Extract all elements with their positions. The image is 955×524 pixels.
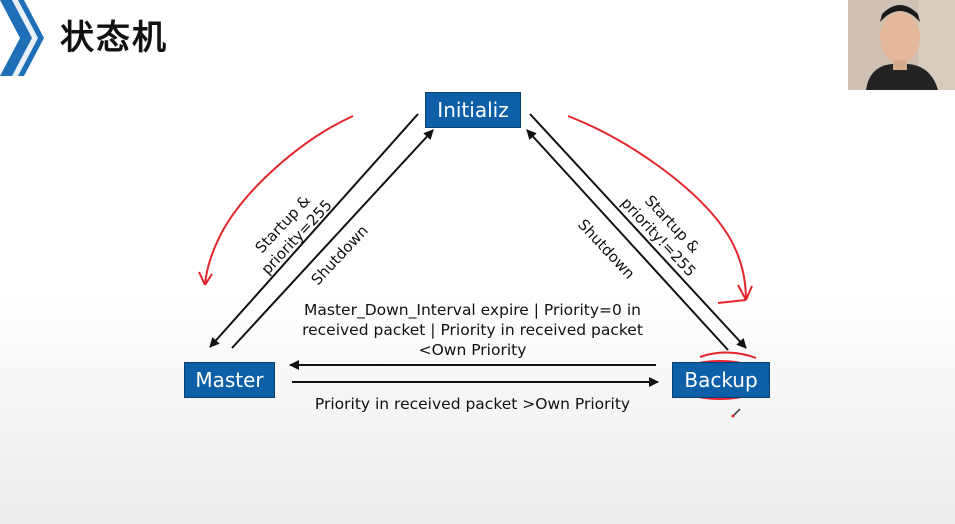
- webcam-video: [848, 0, 955, 90]
- arrow-init-to-backup: [529, 113, 747, 349]
- red-annotation-left: [204, 115, 354, 286]
- chevron-icon: [0, 0, 44, 76]
- arrow-master-to-init: [231, 129, 434, 349]
- state-master: Master: [184, 362, 275, 398]
- page-title: 状态机: [60, 18, 168, 58]
- state-backup: Backup: [672, 362, 770, 398]
- arrow-init-to-master: [209, 113, 419, 348]
- arrow-backup-to-init: [526, 129, 729, 351]
- pen-cursor-icon: [731, 408, 741, 418]
- label-master-to-backup: Master_Down_Interval expire | Priority=0…: [302, 301, 643, 359]
- state-initialize: Initializ: [425, 92, 521, 128]
- red-annotation-right: [567, 115, 747, 301]
- label-backup-to-master: Priority in received packet >Own Priorit…: [314, 395, 631, 413]
